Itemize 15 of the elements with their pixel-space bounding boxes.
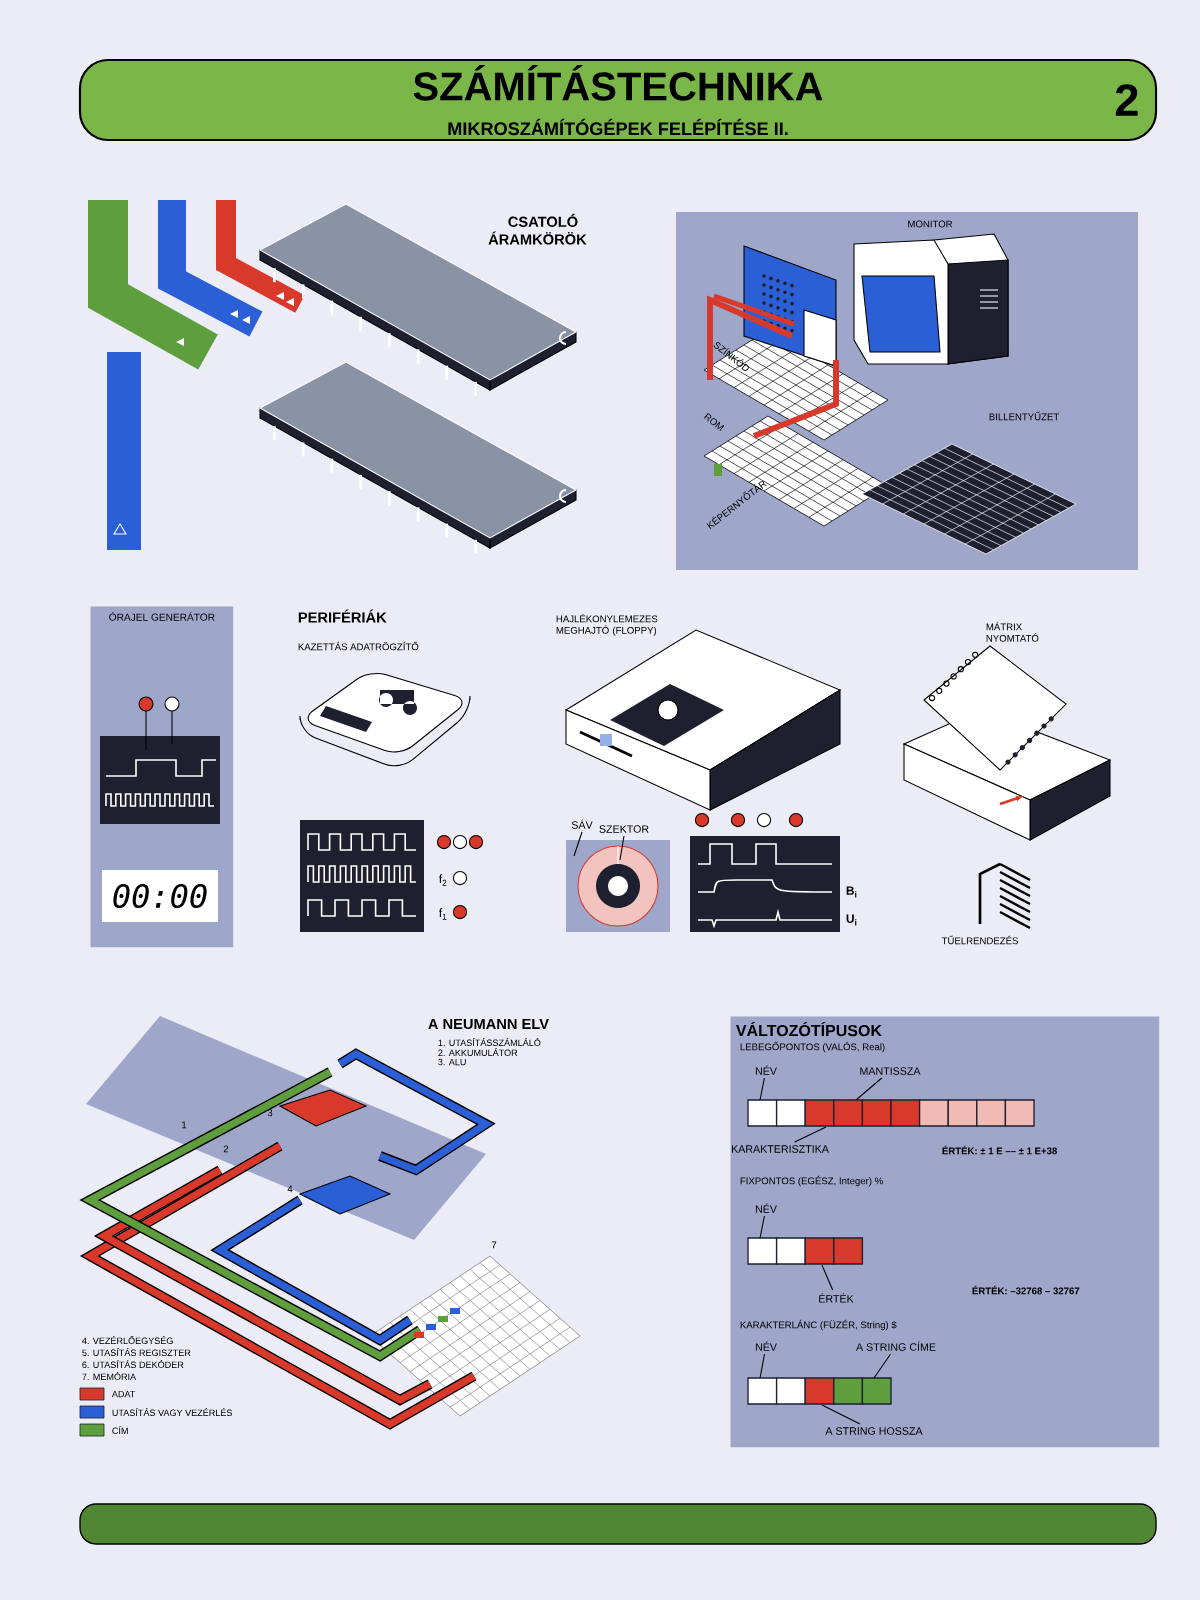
register-cells <box>747 1237 864 1265</box>
leader-line <box>759 1077 765 1101</box>
leader-line <box>759 1353 766 1379</box>
digital-display: 00:00 <box>102 870 218 922</box>
leader-line <box>573 831 583 857</box>
leader-line <box>855 1077 883 1101</box>
leader-line <box>821 1404 861 1425</box>
title-banner: SZÁMÍTÁSTECHNIKA MIKROSZÁMÍTÓGÉPEK FELÉPÍTÉSE II. 2 <box>78 58 1158 142</box>
leader-line <box>794 1126 827 1143</box>
register-cells <box>747 1099 1035 1127</box>
leader-line <box>873 1353 892 1379</box>
leader-line <box>821 1264 834 1291</box>
leader-line <box>619 835 625 861</box>
leader-line <box>759 1215 765 1239</box>
register-cells <box>747 1377 892 1405</box>
